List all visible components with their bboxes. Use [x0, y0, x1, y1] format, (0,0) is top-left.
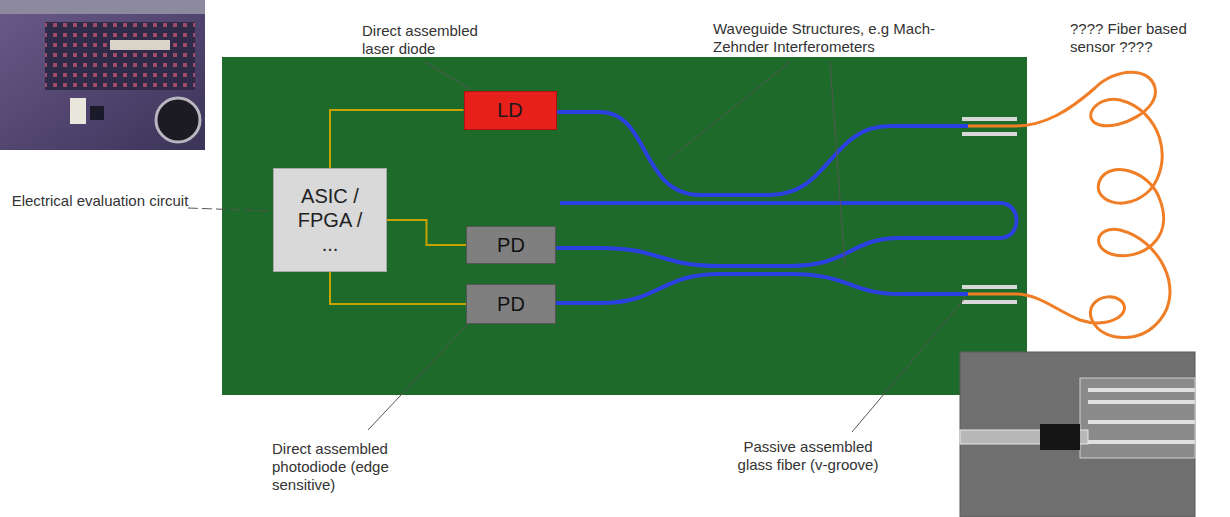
callout-label: Waveguide Structures, e.g Mach- Zehnder …: [713, 20, 951, 56]
v-groove: [962, 300, 1017, 304]
sem-inset: [960, 352, 1195, 517]
sem-frame: [960, 352, 1195, 517]
sem-groove: [1088, 420, 1195, 424]
sem-waveguide-chip: [1080, 378, 1195, 458]
waveguide: [556, 112, 968, 195]
photodiode-box: PD: [466, 226, 556, 264]
electrical-wire: [330, 272, 466, 304]
node-text: LD: [497, 98, 523, 122]
sem-groove: [1088, 388, 1195, 392]
electrical-wire: [330, 110, 464, 168]
photo-edge: [0, 0, 205, 14]
sem-groove: [1088, 400, 1195, 404]
v-groove: [962, 285, 1017, 289]
waveguide: [556, 203, 1017, 266]
photodiode-box: PD: [466, 284, 556, 324]
callout-label: Passive assembled glass fiber (v-groove): [730, 438, 886, 474]
photo-component: [90, 106, 104, 120]
electrical-wire: [387, 220, 466, 245]
v-groove: [962, 132, 1017, 136]
v-groove: [962, 117, 1017, 121]
circuit-board: [222, 57, 1027, 395]
node-text: PD: [497, 233, 525, 257]
leader-line: [830, 62, 845, 266]
glass-fiber: [968, 72, 1170, 337]
node-text: PD: [497, 292, 525, 316]
photo-hole: [156, 98, 200, 142]
leader-line: [425, 62, 470, 89]
photo-pad-array: [45, 22, 195, 90]
leader-line: [852, 297, 966, 432]
waveguide: [556, 274, 968, 303]
sem-clamp: [1040, 424, 1080, 450]
photo-inset: [0, 0, 205, 150]
sem-groove: [1088, 440, 1195, 444]
callout-label: Electrical evaluation circuit: [10, 192, 190, 210]
laser-diode-box: LD: [464, 91, 557, 130]
photo-chip: [110, 40, 170, 50]
photo-component: [70, 98, 86, 124]
callout-label: ???? Fiber based sensor ????: [1070, 20, 1220, 56]
callout-label: Direct assembled laser diode: [362, 22, 490, 58]
evaluation-circuit-box: ASIC / FPGA / ...: [273, 168, 387, 272]
leader-line: [368, 324, 468, 430]
leader-line: [188, 208, 270, 211]
callout-label: Direct assembled photodiode (edge sensit…: [272, 440, 402, 494]
node-text: ASIC / FPGA / ...: [292, 184, 368, 256]
leader-line: [668, 62, 790, 160]
